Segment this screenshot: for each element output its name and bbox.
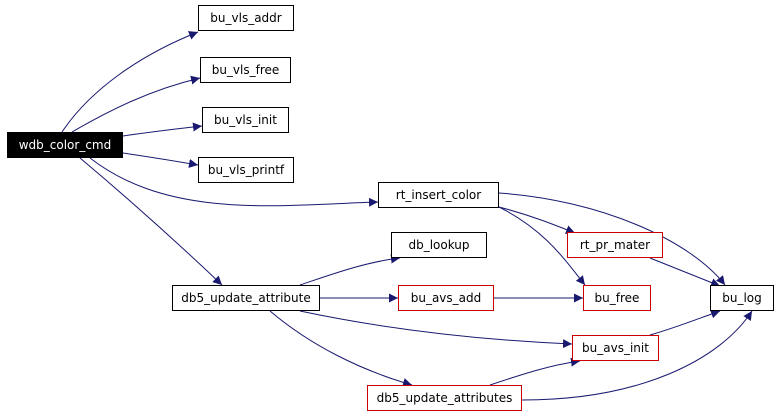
node-label: bu_vls_printf bbox=[207, 163, 285, 177]
edge-bu_avs_init-to-bu_log bbox=[649, 309, 721, 336]
edge-rt_insert_color-to-bu_log bbox=[498, 192, 726, 286]
node-db-lookup[interactable]: db_lookup bbox=[391, 232, 487, 258]
edge-wdb_color_cmd-to-bu_vls_free bbox=[71, 75, 201, 133]
node-label: bu_vls_free bbox=[211, 63, 280, 77]
node-db5-update-attribute[interactable]: db5_update_attribute bbox=[172, 285, 320, 311]
node-rt-insert-color[interactable]: rt_insert_color bbox=[378, 182, 499, 208]
node-rt-pr-mater[interactable]: rt_pr_mater bbox=[567, 232, 663, 258]
edge-wdb_color_cmd-to-bu_vls_init bbox=[122, 122, 203, 137]
node-label: bu_log bbox=[722, 291, 762, 305]
edge-wdb_color_cmd-to-db5_update_attribute bbox=[79, 157, 223, 286]
node-label: rt_insert_color bbox=[395, 188, 482, 202]
node-bu-vls-init[interactable]: bu_vls_init bbox=[202, 107, 289, 133]
node-bu-vls-printf[interactable]: bu_vls_printf bbox=[198, 157, 294, 183]
node-label: rt_pr_mater bbox=[579, 238, 651, 252]
edge-rt_insert_color-to-bu_free bbox=[498, 206, 586, 286]
node-label: wdb_color_cmd bbox=[18, 138, 112, 152]
node-db5-update-attributes[interactable]: db5_update_attributes bbox=[367, 385, 522, 411]
node-label: bu_vls_init bbox=[214, 113, 277, 127]
node-bu-log[interactable]: bu_log bbox=[710, 285, 774, 311]
edge-rt_pr_mater-to-bu_log bbox=[649, 257, 721, 287]
edge-wdb_color_cmd-to-bu_vls_addr bbox=[61, 31, 199, 133]
edge-db5_update_attributes-to-bu_log bbox=[521, 310, 753, 401]
node-bu-vls-free[interactable]: bu_vls_free bbox=[200, 57, 291, 83]
edge-db5_update_attributes-to-bu_avs_init bbox=[489, 357, 581, 386]
edge-wdb_color_cmd-to-bu_vls_printf bbox=[122, 152, 199, 168]
node-bu-vls-addr[interactable]: bu_vls_addr bbox=[198, 5, 294, 31]
edge-db5_update_attribute-to-bu_avs_init bbox=[299, 310, 573, 349]
node-bu-avs-add[interactable]: bu_avs_add bbox=[398, 285, 494, 311]
node-label: bu_avs_add bbox=[410, 291, 482, 305]
node-label: db5_update_attribute bbox=[181, 291, 311, 305]
edge-rt_insert_color-to-rt_pr_mater bbox=[498, 206, 576, 234]
edge-wdb_color_cmd-to-rt_insert_color bbox=[89, 157, 379, 207]
node-label: db_lookup bbox=[408, 238, 470, 252]
node-label: bu_vls_addr bbox=[210, 11, 282, 25]
edge-db5_update_attribute-to-db_lookup bbox=[299, 254, 401, 286]
node-bu-free[interactable]: bu_free bbox=[583, 285, 651, 311]
node-label: bu_avs_init bbox=[582, 341, 649, 355]
node-bu-avs-init[interactable]: bu_avs_init bbox=[572, 335, 659, 361]
edge-db5_update_attribute-to-db5_update_attributes bbox=[269, 310, 413, 387]
node-wdb-color-cmd[interactable]: wdb_color_cmd bbox=[7, 132, 123, 158]
node-label: db5_update_attributes bbox=[376, 391, 513, 405]
node-label: bu_free bbox=[594, 291, 640, 305]
